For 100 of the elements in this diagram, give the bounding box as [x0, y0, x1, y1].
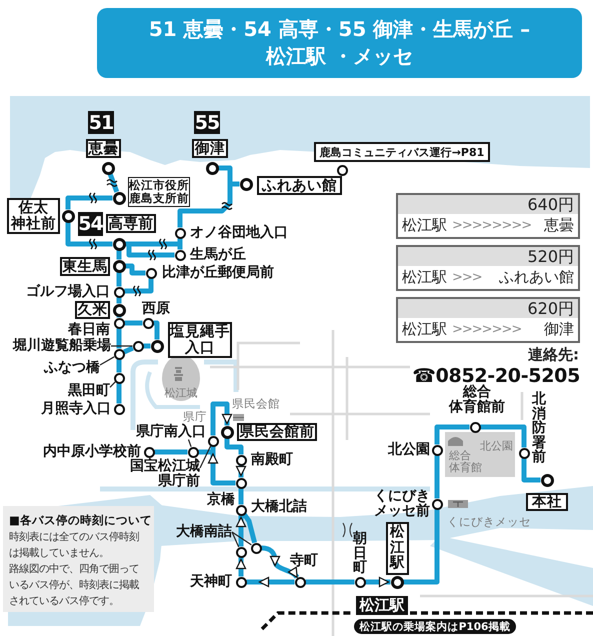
route-line	[261, 546, 300, 579]
bus-stop-icon	[206, 162, 218, 174]
fare-box	[396, 297, 580, 343]
route-line	[198, 450, 213, 454]
stop-name-box: 松江市役所鹿島支所前	[128, 177, 190, 207]
stop-name-box: 東生馬	[60, 257, 110, 276]
route-line	[129, 242, 180, 246]
bus-stop-icon	[540, 474, 554, 486]
bus-stop-icon	[142, 318, 154, 328]
bus-stop-icon	[114, 404, 124, 414]
bus-stop-icon	[236, 576, 246, 588]
bus-stop-icon	[236, 454, 246, 466]
route-line	[178, 184, 232, 228]
landmark-label: 県民会館	[232, 396, 280, 412]
route-line	[116, 272, 122, 286]
route-line	[123, 346, 134, 354]
route-line	[236, 516, 246, 546]
route-line	[116, 298, 122, 304]
landmark-label: くにびきメッセ	[447, 514, 531, 530]
stop-name: 大橋北詰	[251, 500, 307, 514]
stop-name: 黒田町	[68, 384, 110, 398]
route-line	[210, 402, 232, 436]
bus-stop-icon	[240, 178, 252, 190]
bus-stop-icon	[62, 210, 74, 222]
stop-name: 朝日町	[353, 531, 367, 575]
route-line	[236, 558, 246, 576]
fare-price: 520円	[398, 247, 578, 266]
route-chevrons: >>>>>>>	[452, 322, 522, 337]
route-line	[224, 438, 244, 454]
route-line	[208, 452, 236, 486]
stop-name: 堀川遊覧船乗場	[13, 338, 111, 354]
route-line	[366, 576, 390, 588]
bus-stop-icon	[250, 542, 262, 554]
bus-stop-icon	[132, 340, 144, 352]
route-line	[480, 424, 526, 448]
stop-name: 生馬が丘	[190, 248, 246, 262]
bus-stop-icon	[144, 446, 154, 458]
note-text: 時刻表には全てのバス停時刻は掲載していません。	[9, 530, 140, 561]
stop-name-box: 塩見縄手入口	[168, 322, 232, 358]
bus-stop-icon	[208, 436, 218, 446]
stop-name: 寺町	[290, 554, 318, 568]
stop-name: 国宝松江城県庁前	[130, 459, 200, 489]
bus-stop-icon	[174, 228, 186, 238]
bus-stop-icon	[114, 348, 124, 360]
stop-name: くにびきメッセ前	[374, 489, 430, 519]
route-line	[404, 510, 440, 584]
route-line	[218, 166, 232, 184]
route-line	[66, 222, 112, 246]
title-banner: 51 恵曇・54 高専・55 御津・生馬が丘 – 松江駅 ・メッセ	[97, 8, 582, 78]
stop-name: 松江駅	[402, 320, 447, 339]
fare-price: 640円	[398, 195, 578, 214]
route-line	[246, 576, 294, 588]
stop-name: 比津が丘郵便局前	[162, 266, 274, 280]
bus-stop-icon	[112, 238, 126, 250]
note-pill: 松江駅の乗場案内はP106掲載	[354, 619, 516, 634]
stop-name: 春日南	[68, 322, 110, 338]
bus-stop-icon	[354, 576, 366, 588]
stop-name: 松江駅	[402, 216, 447, 235]
bus-stop-icon	[470, 422, 480, 432]
bus-stop-icon	[112, 192, 126, 204]
route-number-badge: 51	[88, 111, 114, 134]
route-line	[116, 250, 122, 260]
route-line	[306, 580, 354, 584]
leader-line	[231, 532, 240, 548]
bus-stop-icon	[220, 426, 234, 438]
route-line	[108, 173, 120, 193]
stop-name: 県庁南入口	[136, 424, 206, 440]
route-line	[116, 328, 122, 348]
bus-stop-icon	[102, 162, 114, 174]
stop-name: 京橋	[207, 492, 235, 508]
route-chevrons: >>>>>>>>	[452, 218, 532, 233]
route-line	[236, 466, 246, 478]
stop-name: 天神町	[190, 574, 232, 590]
stop-name: 北公園	[388, 442, 430, 458]
bus-stop-icon	[188, 446, 198, 458]
stop-name: 北消防署前	[532, 392, 546, 464]
route-line	[126, 244, 174, 258]
bus-stop-icon	[432, 498, 442, 510]
bus-stop-icon	[150, 340, 164, 352]
bus-stop-icon	[112, 260, 126, 272]
bus-stop-icon	[146, 268, 156, 278]
bus-stop-icon	[518, 448, 530, 458]
bus-stop-icon	[236, 504, 246, 516]
route-line	[238, 488, 244, 504]
stop-name: 恵曇	[544, 216, 574, 235]
bus-stop-icon	[236, 478, 246, 488]
stop-name: 西原	[142, 302, 170, 316]
landmark-label: 松江城	[164, 386, 198, 400]
stop-name-box: 恵曇	[86, 139, 121, 158]
route-line	[116, 384, 122, 404]
stop-name-box: 久米	[75, 301, 110, 319]
leader-line	[199, 446, 212, 468]
bus-stop-icon	[236, 546, 246, 558]
note-heading: ■各バス停の時刻について	[9, 512, 148, 529]
route-line	[144, 344, 150, 348]
route-line	[124, 278, 154, 294]
bus-stop-icon	[390, 576, 404, 588]
stop-name: 南殿町	[251, 452, 293, 468]
route-number-badge: 54	[78, 212, 103, 236]
bus-stop-icon	[336, 164, 348, 176]
